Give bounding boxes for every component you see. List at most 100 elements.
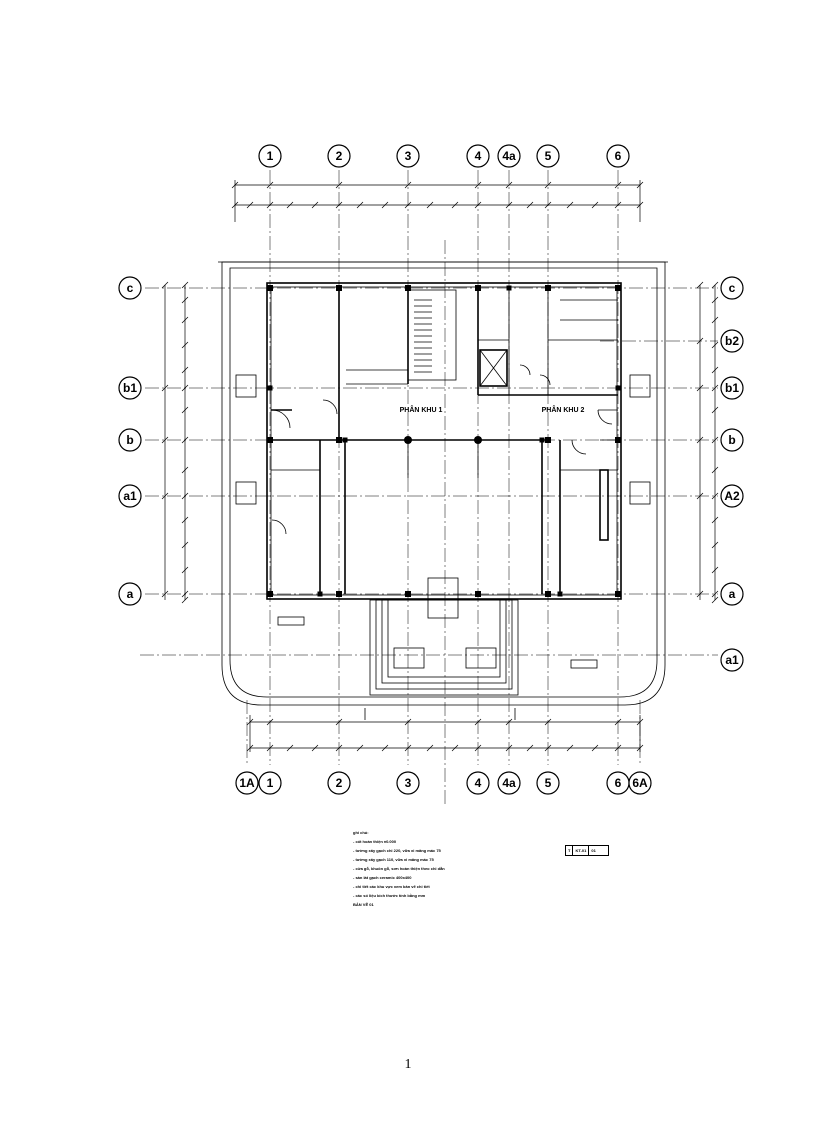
column-marker <box>336 285 342 291</box>
svg-text:2: 2 <box>336 149 343 163</box>
grid-bubble-right: c <box>720 276 744 300</box>
grid-bubble-bottom: 1A <box>235 771 259 795</box>
svg-text:1A: 1A <box>239 776 255 790</box>
grid-bubble-right: b2 <box>720 329 744 353</box>
svg-text:4a: 4a <box>502 149 516 163</box>
note-line: ghi chú: <box>353 830 369 835</box>
dimension-lines <box>161 180 719 752</box>
svg-text:6: 6 <box>615 776 622 790</box>
note-line: - các số liệu kích thước tính bằng mm <box>353 893 426 898</box>
grid-bubble-right: A2 <box>720 484 744 508</box>
grid-bubble-left: c <box>118 276 142 300</box>
note-line: BẢN VẼ 01 <box>353 902 374 907</box>
grid-bubble-bottom: 4 <box>466 771 490 795</box>
svg-text:6: 6 <box>615 149 622 163</box>
svg-text:4: 4 <box>475 149 482 163</box>
column-marker <box>615 385 621 391</box>
grid-bubble-bottom: 6A <box>628 771 652 795</box>
grid-bubble-top: 1 <box>258 144 282 168</box>
column-marker <box>267 591 273 597</box>
grid-bubble-left: a1 <box>118 484 142 508</box>
interior-walls <box>271 288 618 594</box>
svg-text:4: 4 <box>475 776 482 790</box>
grid-bubble-right: a <box>720 582 744 606</box>
grid-bubble-bottom: 4a <box>497 771 521 795</box>
stamp-cell: KT-01 <box>573 846 590 855</box>
grid-bubble-top: 4 <box>466 144 490 168</box>
svg-text:3: 3 <box>405 776 412 790</box>
svg-text:6A: 6A <box>632 776 648 790</box>
grid-bubbles: 1 2 3 4 4a 5 6 1A 1 2 3 4 4a 5 6 6A c b1 b a1 a c b2 b1 bA2 a a1 <box>118 144 744 795</box>
note-line: - tường xây gạch 110, vữa xi măng mác 75 <box>353 857 434 862</box>
column-marker <box>317 591 323 597</box>
area-1-label: PHÂN KHU 1 <box>400 405 443 414</box>
grid-bubble-top: 4a <box>497 144 521 168</box>
column-marker <box>405 285 411 291</box>
grid-bubble-top: 6 <box>606 144 630 168</box>
column-marker <box>475 285 481 291</box>
stamp-cell: T <box>566 846 574 855</box>
svg-text:b1: b1 <box>123 381 137 395</box>
svg-text:c: c <box>127 281 134 295</box>
note-line: - cốt hoàn thiện ±0.000 <box>353 839 397 844</box>
structural-columns <box>267 285 621 597</box>
svg-text:1: 1 <box>267 776 274 790</box>
plinth-outline <box>218 261 668 706</box>
grid-bubble-right: b1 <box>720 376 744 400</box>
svg-text:a: a <box>729 587 736 601</box>
svg-text:a1: a1 <box>725 653 739 667</box>
grid-bubble-bottom: 5 <box>536 771 560 795</box>
grid-lines <box>140 170 718 805</box>
svg-text:b: b <box>126 433 133 447</box>
svg-text:A2: A2 <box>724 489 740 503</box>
grid-bubble-bottom: 3 <box>396 771 420 795</box>
column-marker <box>539 437 545 443</box>
grid-bubble-bottom: 6 <box>606 771 630 795</box>
grid-bubble-top: 5 <box>536 144 560 168</box>
grid-bubble-bottom: 2 <box>327 771 351 795</box>
grid-bubble-right: b <box>720 428 744 452</box>
grid-bubble-right: a1 <box>720 648 744 672</box>
column-marker <box>615 591 621 597</box>
room-labels: PHÂN KHU 1 PHÂN KHU 2 <box>400 405 585 414</box>
entrance-steps <box>364 577 519 720</box>
column-marker <box>267 437 273 443</box>
svg-text:a: a <box>127 587 134 601</box>
column-marker <box>615 437 621 443</box>
svg-text:1: 1 <box>267 149 274 163</box>
column-marker <box>267 285 273 291</box>
svg-text:a1: a1 <box>123 489 137 503</box>
general-notes: ghi chú: - cốt hoàn thiện ±0.000 - tường… <box>353 828 583 909</box>
svg-text:c: c <box>729 281 736 295</box>
revision-stamp: T KT-01 01 <box>565 845 609 856</box>
grid-bubble-left: b <box>118 428 142 452</box>
note-line: - chi tiết các khu vực xem bản vẽ chi ti… <box>353 884 430 889</box>
column-marker <box>475 591 481 597</box>
grid-bubble-left: b1 <box>118 376 142 400</box>
svg-text:b2: b2 <box>725 334 739 348</box>
column-marker <box>506 285 512 291</box>
column-marker <box>342 437 348 443</box>
note-line: - sàn lát gạch ceramic 400x400 <box>353 875 412 880</box>
grid-bubble-top: 2 <box>327 144 351 168</box>
svg-text:5: 5 <box>545 149 552 163</box>
round-column <box>474 436 482 444</box>
stamp-cell: 01 <box>591 848 596 853</box>
svg-text:4a: 4a <box>502 776 516 790</box>
column-marker <box>336 437 342 443</box>
note-line: - cửa gỗ, khuôn gỗ, sơn hoàn thiện theo … <box>353 866 445 871</box>
grid-bubble-top: 3 <box>396 144 420 168</box>
column-marker <box>557 591 563 597</box>
column-marker <box>545 437 551 443</box>
svg-text:2: 2 <box>336 776 343 790</box>
grid-bubble-left: a <box>118 582 142 606</box>
svg-text:5: 5 <box>545 776 552 790</box>
column-marker <box>615 285 621 291</box>
column-marker <box>545 591 551 597</box>
note-line: - tường xây gạch chỉ 220, vữa xi măng má… <box>353 848 441 853</box>
column-marker <box>267 385 273 391</box>
column-marker <box>405 591 411 597</box>
svg-text:3: 3 <box>405 149 412 163</box>
side-windows <box>235 374 651 669</box>
